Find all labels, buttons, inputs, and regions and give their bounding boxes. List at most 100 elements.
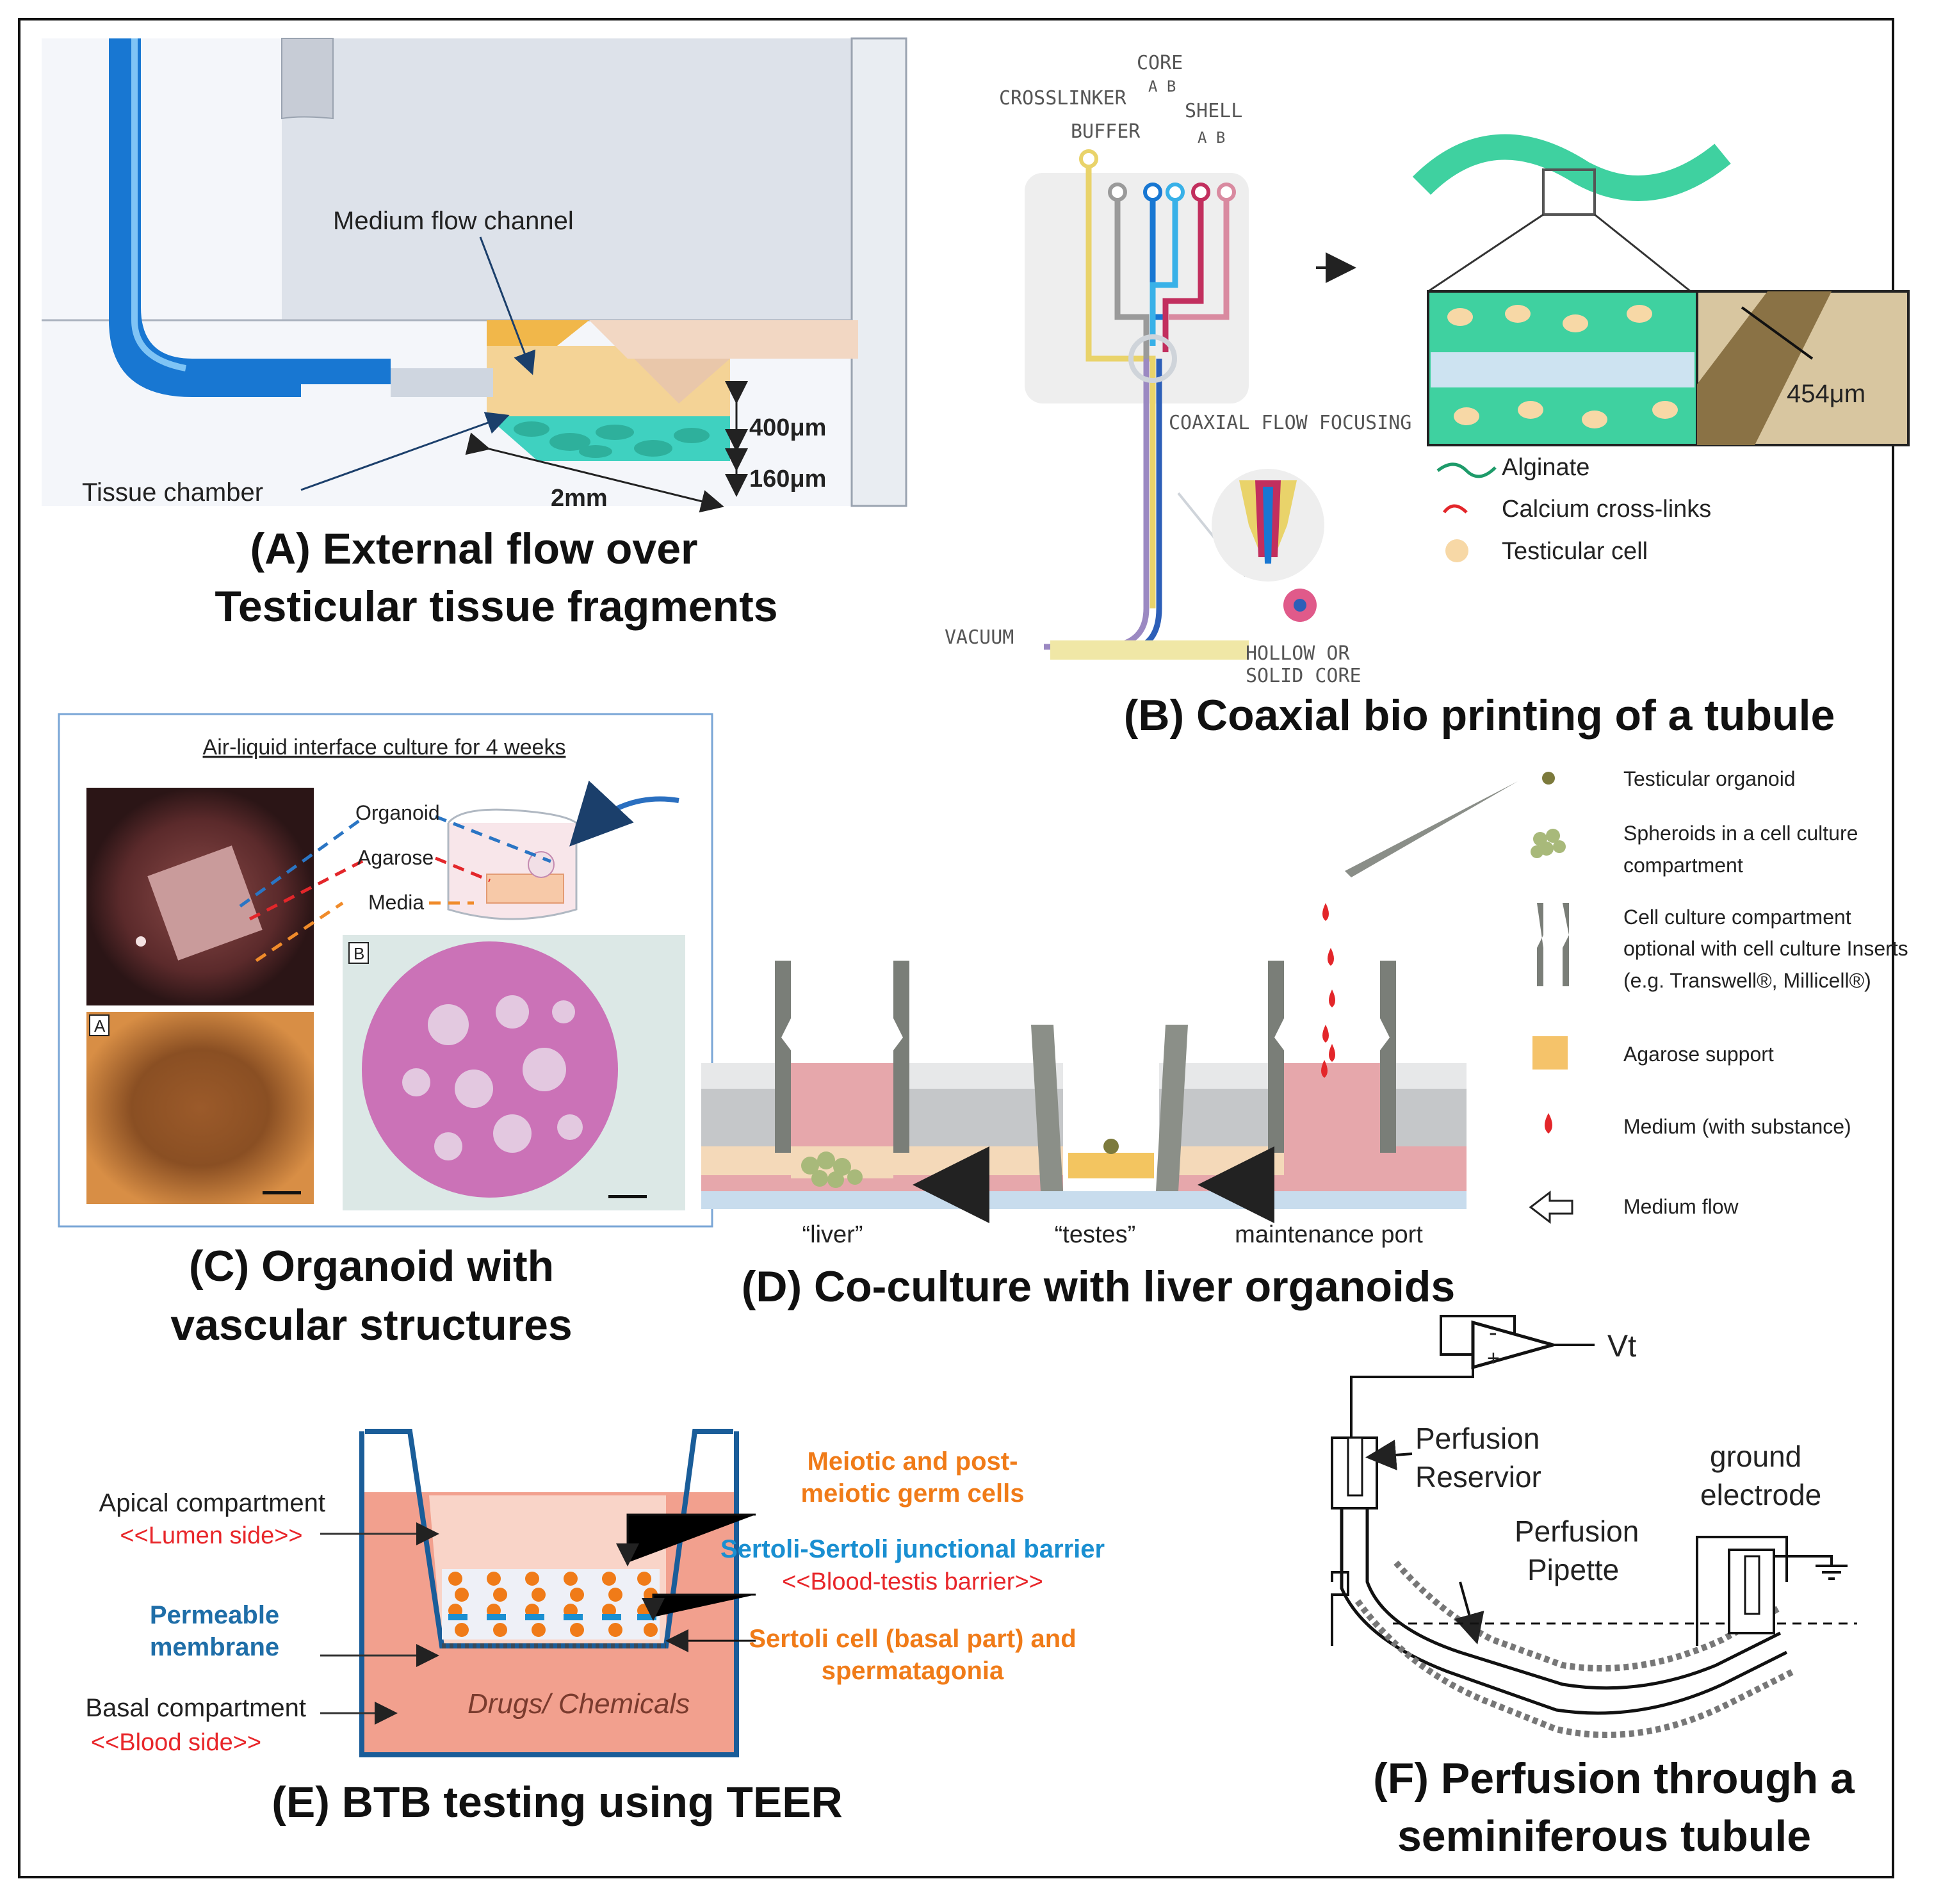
germ-cell <box>532 1623 546 1637</box>
channel-cut-face <box>487 320 589 346</box>
pipette-outer-top <box>1340 1508 1788 1715</box>
organoid-dash-photo <box>239 815 366 908</box>
label-meiotic-1: Meiotic and post- <box>808 1447 1018 1476</box>
label-2mm: 2mm <box>551 485 608 512</box>
caption-a-line2: Testicular tissue fragments <box>215 582 777 631</box>
germ-cell-pointer <box>616 1513 756 1566</box>
label-coaxial-flow-focusing: COAXIAL FLOW FOCUSING <box>1169 412 1411 434</box>
caption-a-line1: (A) External flow over <box>250 525 697 573</box>
coaxial-core <box>1263 487 1273 564</box>
histology-pattern <box>402 995 583 1160</box>
hollow-core-center <box>1294 599 1306 612</box>
label-160um: 160μm <box>749 466 826 492</box>
tag-b: B <box>353 944 364 963</box>
outlet-gap <box>391 368 493 397</box>
focus-ring <box>1128 334 1177 383</box>
legend-d-4-l1: Agarose support <box>1623 1043 1774 1066</box>
calcium-crosslink-icon <box>1443 504 1468 514</box>
label-buffer: BUFFER <box>1071 120 1141 143</box>
medium-drops <box>1321 903 1335 1078</box>
label-crosslinker: CROSSLINKER <box>999 87 1127 110</box>
alginate-icon <box>1436 462 1497 478</box>
caption-d: (D) Co-culture with liver organoids <box>742 1262 1456 1311</box>
tubule-wall-lower <box>1354 1599 1795 1738</box>
caption-c-line1: (C) Organoid with <box>189 1242 554 1290</box>
zoom-box-lines <box>1427 213 1691 293</box>
printhead-body <box>1025 173 1249 403</box>
legend-organoid-icon <box>1542 772 1555 785</box>
testes-insert-walls <box>1031 1025 1188 1191</box>
label-testes: “testes” <box>1055 1221 1136 1248</box>
chamber-pointer <box>300 412 510 491</box>
testicular-cell-icon <box>1445 539 1468 562</box>
compartment-pillars <box>775 961 1396 1153</box>
agarose-block-photo <box>147 845 263 961</box>
label-solid-core-text: SOLID CORE <box>1246 665 1361 687</box>
organoid-micrograph-a <box>86 1012 314 1204</box>
germ-cell <box>493 1588 507 1602</box>
label-sertoli-basal-1: Sertoli cell (basal part) and <box>749 1625 1076 1653</box>
label-core: CORE <box>1137 52 1183 74</box>
micrograph-tubule <box>1697 291 1832 445</box>
media-arrow <box>569 780 679 847</box>
print-bed <box>1050 640 1249 660</box>
caption-e: (E) BTB testing using TEER <box>272 1778 843 1827</box>
legend-alginate: Alginate <box>1502 454 1589 481</box>
label-meiotic-2: meiotic germ cells <box>800 1479 1024 1508</box>
feedback-wire <box>1440 1315 1516 1356</box>
label-vt: Vt <box>1607 1330 1636 1363</box>
legend-d-2-l2: compartment <box>1623 854 1743 877</box>
legend-d-1-l1: Testicular organoid <box>1623 767 1796 790</box>
germ-cell <box>644 1623 658 1637</box>
germ-cell <box>455 1623 469 1637</box>
testes-agarose <box>1068 1153 1154 1178</box>
legend-compartment-icon <box>1537 903 1569 986</box>
label-tissue-chamber: Tissue chamber <box>82 478 263 507</box>
well-top <box>447 808 577 824</box>
label-media: Media <box>368 891 424 914</box>
label-permeable: Permeable <box>150 1601 279 1629</box>
panel-c: Air-liquid interface culture for 4 weeks… <box>58 713 713 1349</box>
pipette-pointer <box>1454 1581 1484 1645</box>
zoom-box <box>1542 168 1596 216</box>
chip-base <box>701 1191 1467 1209</box>
label-perfusion-pipette-1: Perfusion <box>1515 1515 1639 1548</box>
legend-calcium: Calcium cross-links <box>1502 496 1711 523</box>
label-core-ab: A B <box>1148 77 1176 95</box>
germ-cell <box>487 1572 501 1586</box>
label-ground-2: electrode <box>1700 1478 1821 1511</box>
input-wire <box>1350 1364 1474 1438</box>
label-sertoli-basal-2: spermatagonia <box>822 1657 1004 1685</box>
flow-inlet-highlight <box>131 38 186 371</box>
label-membrane: membrane <box>150 1633 279 1661</box>
organoid-photo <box>136 936 146 947</box>
label-medium-flow-channel: Medium flow channel <box>333 207 574 235</box>
label-perfusion-reservoir-1: Perfusion <box>1415 1422 1540 1455</box>
germ-cell <box>493 1623 507 1637</box>
caption-c-line2: vascular structures <box>170 1301 572 1349</box>
dim-2mm-arrow <box>465 432 724 513</box>
ground-electrode <box>1744 1555 1760 1615</box>
label-maintenance-port: maintenance port <box>1235 1221 1423 1248</box>
label-btb: <<Blood-testis barrier>> <box>782 1568 1043 1595</box>
label-perfusion-reservoir-2: Reservior <box>1415 1460 1541 1493</box>
tubule-wall-upper <box>1394 1560 1782 1672</box>
agarose-mid <box>893 1146 1063 1175</box>
legend-testicular-cell: Testicular cell <box>1502 538 1648 565</box>
panel-f <box>1331 1315 1857 1738</box>
legend-d-3-l1: Cell culture compartment <box>1623 906 1851 929</box>
legend-d-3-l3: (e.g. Transwell®, Millicell®) <box>1623 969 1871 992</box>
label-lumen-side: <<Lumen side>> <box>120 1522 302 1549</box>
outer-well-outline <box>359 1431 739 1757</box>
germ-cell <box>570 1623 584 1637</box>
tubule-lumen <box>1431 352 1694 387</box>
label-drugs-chemicals: Drugs/ Chemicals <box>467 1688 690 1720</box>
caption-f-line1: (F) Perfusion through a <box>1373 1754 1855 1803</box>
caption-f-line2: seminiferous tubule <box>1397 1812 1811 1860</box>
germ-cell <box>455 1588 469 1602</box>
opamp-minus: - <box>1489 1319 1497 1346</box>
label-hollow-or: HOLLOW OR <box>1246 642 1350 665</box>
column-edge <box>281 38 334 120</box>
ground-wire <box>1696 1536 1788 1646</box>
printhead-ports <box>1079 149 1236 202</box>
